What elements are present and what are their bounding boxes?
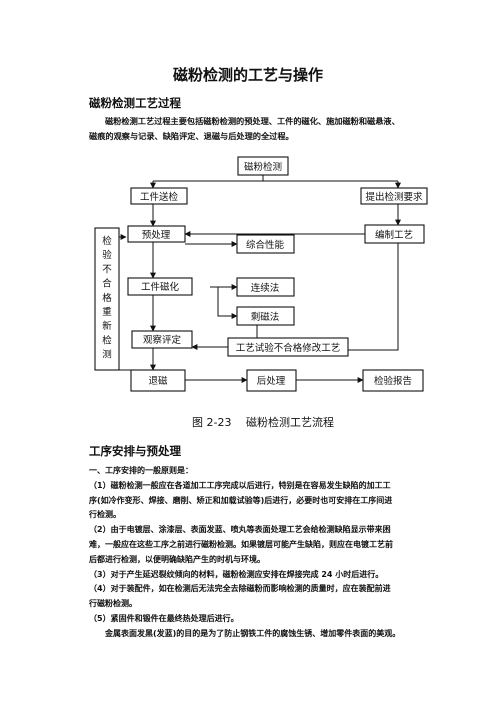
node-residual: 剩磁法: [236, 306, 295, 326]
recheck-char: 重: [102, 306, 112, 318]
node-posttreat: 后处理: [246, 369, 297, 392]
intro-line-1: 磁粉检测工艺过程主要包括磁粉检测的预处理、工件的磁化、施加磁粉和磁悬液、: [105, 116, 400, 126]
recheck-char: 不: [102, 264, 112, 275]
node-continuous: 连续法: [236, 277, 295, 297]
svg-text:工艺试验不合格修改工艺: 工艺试验不合格修改工艺: [236, 342, 341, 354]
node-requirements: 提出检测要求: [360, 187, 428, 205]
principles-list: 一、工序安排的一般原则是： （1）磁粉检测一般应在各道加工工序完成以后进行，特别…: [89, 464, 429, 642]
svg-text:观察评定: 观察评定: [143, 334, 182, 346]
node-composite: 综合性能: [236, 234, 295, 254]
node-observe: 观察评定: [131, 330, 193, 349]
intro-line-2: 磁痕的观察与记录、缺陷评定、退磁与后处理的全过程。: [89, 131, 294, 141]
section-heading-sequence: 工序安排与预处理: [89, 444, 181, 458]
principles-subheading: 一、工序安排的一般原则是：: [89, 466, 193, 475]
svg-text:预处理: 预处理: [142, 229, 171, 241]
svg-text:退磁: 退磁: [148, 375, 168, 387]
section-heading-process: 磁粉检测工艺过程: [89, 96, 181, 110]
svg-text:提出检测要求: 提出检测要求: [365, 191, 423, 203]
recheck-char: 格: [102, 292, 112, 304]
node-procedure: 编制工艺: [364, 224, 425, 244]
node-top: 磁粉检测: [237, 156, 289, 176]
list-item: （1）磁粉检测一般应在各道加工工序完成以后进行，特别是在容易发生缺陷的加工工: [89, 480, 391, 490]
node-workpiece: 工件送检: [130, 187, 188, 205]
list-item: （2）由于电镀层、涂漆层、表面发蓝、喷丸等表面处理工艺会给检测缺陷显示带来困: [89, 525, 391, 535]
node-unqualified: 工艺试验不合格修改工艺: [227, 337, 349, 357]
svg-text:综合性能: 综合性能: [246, 239, 285, 251]
list-item: 后都进行检测，以便明确缺陷产生的时机与环境。: [89, 554, 265, 564]
list-item: （4）对于装配件，如在检测后无法完全去除磁粉而影响检测的质量时，应在装配前进: [89, 584, 391, 594]
node-demag: 退磁: [130, 369, 186, 392]
list-item: 行检测。: [89, 510, 121, 520]
svg-text:磁粉检测: 磁粉检测: [244, 161, 282, 173]
svg-text:工件送检: 工件送检: [140, 191, 179, 203]
figure-caption-number: 图 2-23: [192, 416, 231, 429]
node-pretreat: 预处理: [127, 225, 186, 243]
list-item: （3）对于产生延迟裂纹倾向的材料，磁粉检测应安排在焊接完成 24 小时后进行。: [89, 569, 384, 579]
svg-text:编制工艺: 编制工艺: [375, 229, 413, 241]
svg-text:剩磁法: 剩磁法: [251, 311, 280, 323]
page-title: 磁粉检测的工艺与操作: [172, 66, 323, 84]
recheck-char: 合: [102, 278, 112, 290]
figure-caption-text: 磁粉检测工艺流程: [246, 415, 334, 429]
recheck-char: 测: [102, 350, 112, 361]
list-item: 行磁粉检测。: [89, 599, 137, 609]
node-magnetize: 工件磁化: [127, 277, 193, 296]
svg-text:工件磁化: 工件磁化: [141, 281, 180, 293]
svg-text:检验报告: 检验报告: [374, 375, 412, 387]
list-item: 难，一般应在这些工序之前进行磁粉检测。如果镀层可能产生缺陷，则应在电镀工艺前: [89, 539, 393, 549]
recheck-char: 检: [102, 334, 112, 346]
svg-text:后处理: 后处理: [257, 375, 286, 387]
recheck-char: 新: [102, 320, 112, 332]
svg-text:连续法: 连续法: [251, 282, 280, 294]
recheck-char: 检: [102, 235, 112, 247]
list-item: 序(如冷作变形、焊接、磨削、矫正和加载试验等)后进行，必要时也可安排在工序间进: [89, 495, 393, 505]
list-item: 金属表面发黑(发蓝)的目的是为了防止钢铁工件的腐蚀生锈、增加零件表面的美观。: [105, 628, 401, 638]
recheck-char: 验: [102, 249, 112, 261]
node-report: 检验报告: [362, 369, 424, 392]
list-item: （5）紧固件和锻件在最终热处理后进行。: [89, 613, 239, 623]
flow-connectors: [117, 175, 401, 383]
